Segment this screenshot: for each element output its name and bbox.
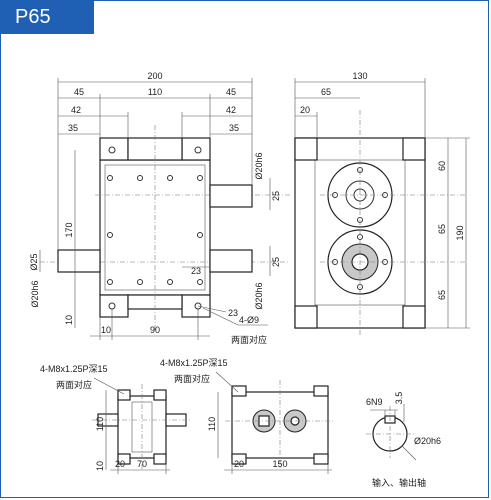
front-view: 200 45 110 45 42 42 35 35 170 Ø25 Ø20h6 …	[29, 71, 290, 346]
dim-topr-20: 20	[234, 459, 244, 469]
dim-right-shaft-dia: Ø20h6	[254, 282, 264, 309]
dim-left-35: 35	[68, 123, 78, 133]
side-ear-br	[402, 305, 426, 329]
topl-thread-spec: 4-M8x1.25P深15	[40, 364, 108, 374]
dim-topr-150: 150	[272, 459, 287, 469]
model-badge: P65	[1, 1, 94, 34]
dim-topl-110: 110	[95, 417, 105, 431]
dim-topr-110: 110	[207, 417, 217, 431]
side-ear-bl	[294, 305, 318, 329]
dim-side-130: 130	[352, 71, 367, 81]
shaft-dia: Ø20h6	[414, 436, 441, 446]
dim-topl-10: 10	[95, 461, 105, 471]
dim-right-45: 45	[226, 87, 236, 97]
bolt	[137, 175, 143, 181]
bolt	[107, 279, 113, 285]
topl-shaft-left	[97, 413, 119, 427]
bolt	[137, 279, 143, 285]
front-base-right	[181, 294, 211, 318]
side-ear-tr	[402, 137, 426, 161]
bolt	[167, 175, 173, 181]
front-top-flange-right	[181, 137, 211, 161]
side-ear-tl	[294, 137, 318, 161]
dim-topl-70: 70	[137, 459, 147, 469]
topr-ear-bl	[231, 453, 247, 465]
dim-side-60: 60	[437, 161, 447, 171]
front-top-flange-left	[99, 137, 129, 161]
front-shaft-right-lower	[209, 249, 253, 273]
dim-170: 170	[64, 222, 74, 237]
topr-ear-tr	[313, 385, 329, 397]
dim-bottom-10: 10	[64, 315, 74, 325]
dim-topl-20: 20	[115, 459, 125, 469]
topr-thread-spec: 4-M8x1.25P深15	[160, 358, 228, 368]
key-width: 6N9	[366, 397, 383, 407]
dim-23-top: 23	[191, 266, 201, 276]
dim-right-35: 35	[229, 123, 239, 133]
dim-left-shaft-dia: Ø20h6	[30, 280, 40, 307]
topl-ear-tr	[153, 389, 167, 401]
dim-23-bottom: 23	[228, 308, 238, 318]
key-depth: 3.5	[394, 392, 404, 405]
dim-left-42: 42	[71, 105, 81, 115]
model-label: P65	[15, 6, 51, 28]
front-top-hole-right	[194, 146, 202, 154]
topl-ear-bl	[117, 453, 131, 465]
dim-left-shaft-25: Ø25	[29, 253, 39, 270]
dim-200: 200	[147, 71, 162, 81]
dim-base-90: 90	[150, 325, 160, 335]
dim-side-65-low: 65	[437, 290, 447, 300]
dim-base-10: 10	[101, 325, 111, 335]
topl-ear-tl	[117, 389, 131, 401]
dim-right-shaft-25: 25	[271, 257, 281, 267]
side-view: 130 65 20 190 60 65 65	[294, 71, 470, 335]
leader-hole	[202, 307, 239, 326]
topr-ear-tl	[231, 385, 247, 397]
front-base-left	[99, 294, 129, 318]
leader-topl	[93, 377, 125, 395]
topr-thread-note: 两面对应	[174, 373, 210, 385]
shaft-detail: 6N9 3.5 Ø20h6 输入、输出轴	[366, 392, 441, 489]
dim-110: 110	[148, 87, 162, 97]
front-bolt-grid	[107, 175, 203, 285]
hole-note: 两面对应	[231, 334, 267, 346]
topr-ear-br	[313, 453, 329, 465]
dim-side-20: 20	[300, 105, 310, 115]
bolt	[197, 232, 203, 238]
bolt	[197, 279, 203, 285]
dim-left-45: 45	[74, 87, 84, 97]
dim-side-65: 65	[321, 87, 331, 97]
bolt	[167, 279, 173, 285]
front-shaft-right-upper	[209, 184, 253, 208]
hole-spec: 4-Ø9	[239, 315, 259, 325]
top-view-right: 110 20 150 4-M8x1.25P深15 两面对应	[160, 358, 335, 474]
dim-top-shaft-dia: Ø20h6	[254, 152, 264, 179]
dim-side-190: 190	[455, 225, 465, 240]
front-top-hole-left	[108, 146, 116, 154]
dim-side-65-mid: 65	[437, 224, 447, 234]
bolt	[107, 232, 113, 238]
bolt	[197, 175, 203, 181]
top-view-left: 110 10 20 70 4-M8x1.25P深15 两面对应	[40, 364, 192, 474]
topl-ear-br	[153, 453, 167, 465]
shaft-caption: 输入、输出轴	[372, 477, 426, 489]
bolt	[107, 175, 113, 181]
dim-right-42: 42	[226, 105, 236, 115]
front-shaft-left	[57, 249, 101, 273]
leader-shaft	[401, 445, 417, 461]
leader-topr	[215, 371, 239, 393]
dim-top-shaft-25: 25	[271, 191, 281, 201]
topl-thread-note: 两面对应	[56, 379, 92, 391]
leader-23	[197, 305, 227, 313]
